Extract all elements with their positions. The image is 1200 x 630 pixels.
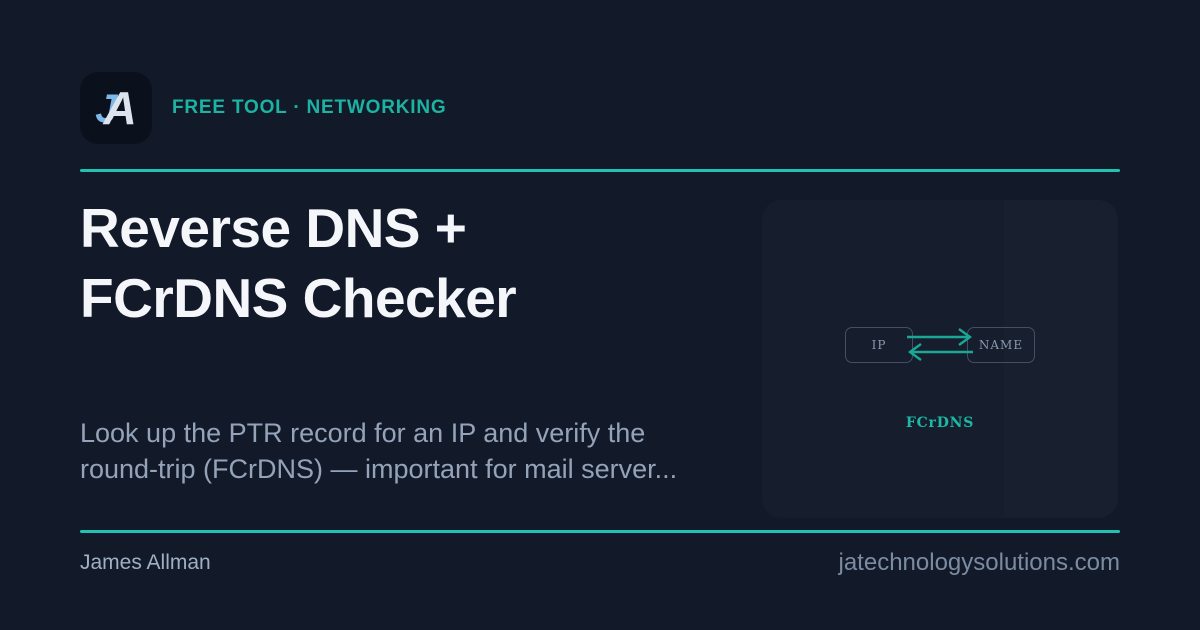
diagram-panel: IP NAME FCrDNS: [762, 200, 1118, 518]
logo-letter-j: J: [95, 86, 118, 131]
page-description: Look up the PTR record for an IP and ver…: [80, 418, 678, 484]
website-url: jatechnologysolutions.com: [838, 549, 1121, 576]
brand-logo: J A: [80, 72, 152, 144]
diagram-row: IP NAME: [762, 325, 1118, 365]
bidirectional-arrows-icon: [907, 328, 973, 361]
page-title-line1: Reverse DNS +: [80, 197, 467, 259]
diagram-caption: FCrDNS: [905, 415, 975, 431]
top-divider: [80, 169, 1120, 172]
category-badge: FREE TOOL · NETWORKING: [172, 97, 447, 118]
diagram-node-name: NAME: [967, 327, 1035, 363]
author-name: James Allman: [80, 551, 211, 574]
page-title: Reverse DNS + FCrDNS Checker: [80, 193, 517, 333]
page-title-line2: FCrDNS Checker: [80, 267, 517, 329]
logo-letter-a: A: [103, 82, 137, 134]
diagram-node-ip: IP: [845, 327, 913, 363]
bottom-divider: [80, 530, 1120, 533]
